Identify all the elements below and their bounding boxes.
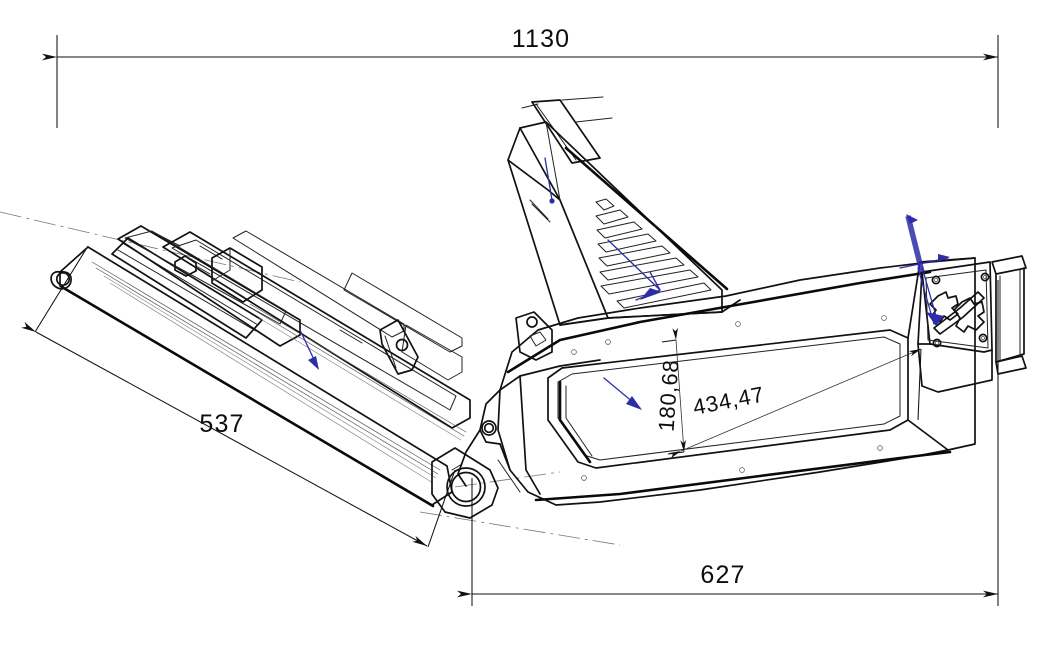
dimension-label-627: 627 [700, 561, 745, 589]
dimension-arm-length: 537 [21, 245, 456, 548]
upper-fin [521, 96, 613, 164]
centerlines [0, 211, 621, 546]
louver-panel [507, 121, 741, 326]
vent-slots [595, 198, 712, 309]
dimension-label-180-68: 180,68 [654, 359, 684, 433]
dimension-overall-length: 1130 [42, 25, 999, 128]
dimension-label-537: 537 [199, 410, 244, 438]
main-body [457, 257, 976, 506]
rear-arm [50, 225, 499, 519]
dimension-label-434-47: 434,47 [691, 381, 767, 419]
dimension-label-1130: 1130 [512, 25, 571, 53]
mounting-plate [917, 255, 1027, 393]
dimension-body-length: 434,47 [668, 348, 922, 459]
dimension-body-height: 180,68 [654, 327, 686, 455]
dimension-base-length: 627 [457, 280, 999, 606]
